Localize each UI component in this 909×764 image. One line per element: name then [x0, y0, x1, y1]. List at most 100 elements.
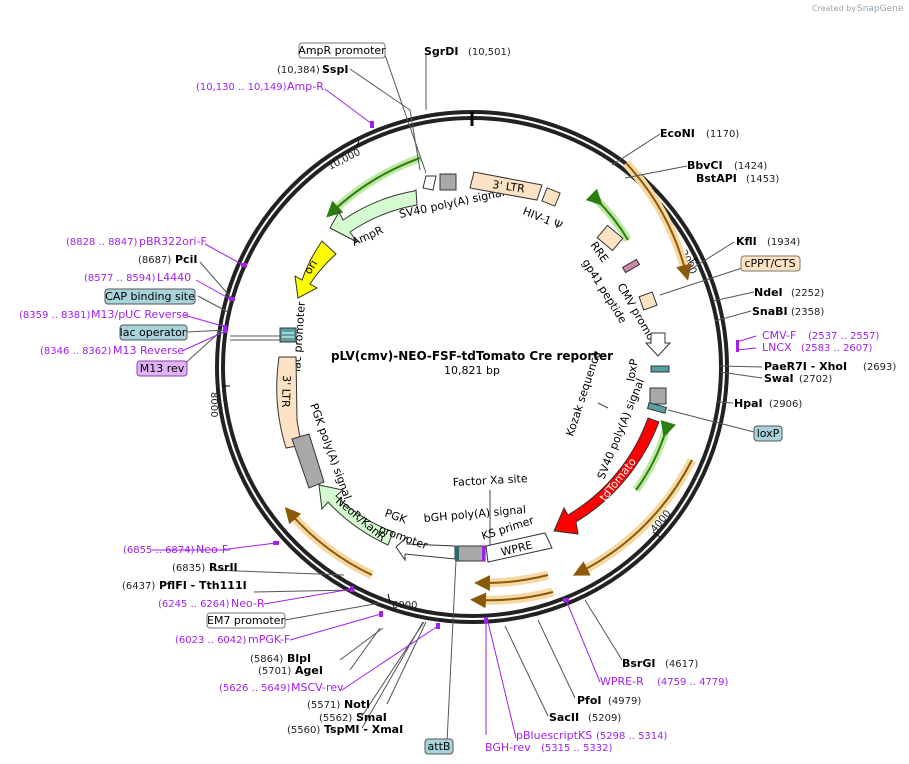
feature-sv40-polya-right[interactable] [646, 387, 668, 414]
enzyme-blpi[interactable]: (5864) BlpI [250, 652, 311, 665]
orf-arc-2[interactable] [585, 188, 629, 241]
enzyme-kfli[interactable]: KflI (1934) [736, 235, 800, 248]
enzyme-ndei[interactable]: NdeI (2252) [754, 286, 824, 299]
box-attb[interactable]: attB [424, 738, 454, 755]
enzyme-paer7i-xhoi[interactable]: PaeR7I - XhoI (2693) [764, 360, 896, 373]
enzyme-sspi[interactable]: (10,384) SspI [277, 63, 348, 76]
feature-3ltr-top[interactable] [469, 171, 561, 207]
enzyme-tspmi-xmai[interactable]: (5560) TspMI - XmaI [287, 723, 403, 736]
feature-sv40-polya-top[interactable] [422, 173, 457, 191]
svg-text:Neo-F: Neo-F [196, 543, 228, 556]
svg-text:TspMI - XmaI: TspMI - XmaI [324, 723, 403, 736]
orf-arc-1[interactable] [625, 162, 692, 281]
svg-text:AgeI: AgeI [295, 664, 323, 677]
svg-text:MSCV-rev: MSCV-rev [291, 681, 344, 694]
enzyme-noti[interactable]: (5571) NotI [307, 698, 370, 711]
enzyme-bsrgi[interactable]: BsrGI (4617) [622, 657, 698, 670]
label-lac-promoter: lac promoter [290, 301, 308, 373]
primer-neo-r[interactable]: (6245 .. 6264) Neo-R [158, 597, 265, 610]
svg-text:(8687): (8687) [138, 255, 171, 266]
primer-neo-f[interactable]: (6855 .. 6874) Neo-F [123, 543, 228, 556]
orf-arc-8[interactable] [326, 157, 421, 218]
svg-text:SgrDI: SgrDI [424, 45, 458, 58]
feature-loxp-inner-1[interactable] [650, 365, 670, 373]
primer-wpre-r[interactable]: WPRE-R (4759 .. 4779) [600, 675, 729, 688]
orf-arc-7[interactable] [284, 506, 373, 576]
feature-tdtomato[interactable] [553, 417, 660, 535]
box-em7-promoter[interactable]: EM7 promoter [206, 612, 286, 629]
box-m13-rev[interactable]: M13 rev [136, 360, 188, 377]
svg-text:CMV-F: CMV-F [762, 329, 796, 342]
enzyme-econi[interactable]: EcoNI (1170) [660, 127, 739, 140]
enzyme-pfoi[interactable]: PfoI (4979) [577, 694, 641, 707]
feature-3ltr-left[interactable] [276, 356, 303, 449]
svg-text:SmaI: SmaI [356, 711, 387, 724]
svg-text:AmpR promoter: AmpR promoter [298, 44, 386, 57]
box-loxp[interactable]: loxP [753, 425, 783, 442]
primer-pbluescriptks[interactable]: pBluescriptKS (5298 .. 5314) [516, 729, 668, 742]
feature-wpre[interactable] [485, 532, 553, 563]
primer-l4440[interactable]: (8577 .. 8594) L4440 [84, 271, 191, 284]
enzyme-rsrii[interactable]: (6835) RsrII [172, 561, 238, 574]
primer-mpgk-f[interactable]: (6023 .. 6042) mPGK-F [175, 633, 290, 646]
svg-text:KflI: KflI [736, 235, 757, 248]
svg-text:EcoNI: EcoNI [660, 127, 695, 140]
primer-lncx[interactable]: LNCX (2583 .. 2607) [762, 341, 873, 354]
svg-text:(8346 .. 8362): (8346 .. 8362) [40, 346, 112, 357]
box-cppt-cts[interactable]: cPPT/CTS [740, 255, 801, 272]
svg-text:(1934): (1934) [767, 237, 800, 248]
primer-pbr322ori-f[interactable]: (8828 .. 8847) pBR322ori-F [66, 235, 207, 248]
feature-gp41[interactable] [621, 258, 641, 274]
box-ampr-promoter[interactable]: AmpR promoter [298, 42, 386, 59]
feature-cmv-arrow[interactable] [644, 332, 672, 357]
feature-neo[interactable] [318, 484, 394, 546]
svg-text:(2702): (2702) [799, 374, 832, 385]
enzyme-pcii[interactable]: (8687) PciI [138, 253, 197, 266]
enzyme-smai[interactable]: (5562) SmaI [319, 711, 387, 724]
feature-bgh-polya[interactable] [455, 545, 486, 562]
enzyme-swai[interactable]: SwaI (2702) [764, 372, 832, 385]
enzyme-snabi[interactable]: SnaBI (2358) [752, 305, 824, 318]
svg-text:M13/pUC Reverse: M13/pUC Reverse [91, 308, 189, 321]
svg-text:(5209): (5209) [588, 713, 621, 724]
svg-text:PfoI: PfoI [577, 694, 602, 707]
primer-m13-reverse[interactable]: (8346 .. 8362) M13 Reverse [40, 344, 184, 357]
box-cap-binding-site[interactable]: CAP binding site [104, 288, 196, 305]
svg-text:Neo-R: Neo-R [231, 597, 265, 610]
primer-m13-puc-reverse[interactable]: (8359 .. 8381) M13/pUC Reverse [19, 308, 189, 321]
feature-ampr[interactable] [329, 189, 418, 243]
enzyme-bstapi[interactable]: BstAPI (1453) [696, 172, 779, 185]
enzyme-sgrdi[interactable]: SgrDI (10,501) [424, 45, 511, 58]
enzyme-pflfi-tth111i[interactable]: (6437) PflFI - Tth111I [122, 579, 247, 592]
feature-pgk-polya[interactable] [291, 433, 325, 489]
feature-lac-promoter[interactable] [279, 327, 297, 343]
feature-rre[interactable] [596, 224, 624, 252]
svg-text:lac operator: lac operator [120, 326, 187, 339]
feature-pgk-promoter[interactable] [395, 535, 456, 562]
feature-ori[interactable] [294, 240, 337, 299]
plasmid-size: 10,821 bp [444, 364, 500, 377]
primer-mscv-rev[interactable]: (5626 .. 5649) MSCV-rev [219, 681, 344, 694]
enzyme-sacii[interactable]: SacII (5209) [549, 711, 621, 724]
orf-arc-5[interactable] [474, 574, 549, 592]
primer-bgh-rev[interactable]: BGH-rev (5315 .. 5332) [485, 741, 613, 754]
svg-text:mPGK-F: mPGK-F [248, 633, 290, 646]
orf-arc-4[interactable] [635, 420, 676, 491]
svg-text:SnaBI: SnaBI [752, 305, 788, 318]
feature-cmv-promoter[interactable] [638, 291, 658, 311]
svg-text:(1424): (1424) [734, 161, 767, 172]
ruler-6000: 6000 [392, 600, 417, 611]
enzyme-bbvci[interactable]: BbvCI (1424) [687, 159, 767, 172]
primer-cmv-f[interactable]: CMV-F (2537 .. 2557) [762, 329, 880, 342]
svg-text:PciI: PciI [175, 253, 197, 266]
orf-arc-6[interactable] [470, 591, 554, 609]
orf-arc-3[interactable] [572, 459, 693, 576]
svg-text:(1453): (1453) [746, 174, 779, 185]
svg-text:PflFI - Tth111I: PflFI - Tth111I [159, 579, 247, 592]
box-lac-operator[interactable]: lac operator [119, 324, 188, 341]
enzyme-hpai[interactable]: HpaI (2906) [734, 397, 802, 410]
enzyme-agei[interactable]: (5701) AgeI [258, 664, 323, 677]
svg-text:RsrII: RsrII [209, 561, 238, 574]
primer-amp-r[interactable]: (10,130 .. 10,149) Amp-R [196, 80, 324, 93]
